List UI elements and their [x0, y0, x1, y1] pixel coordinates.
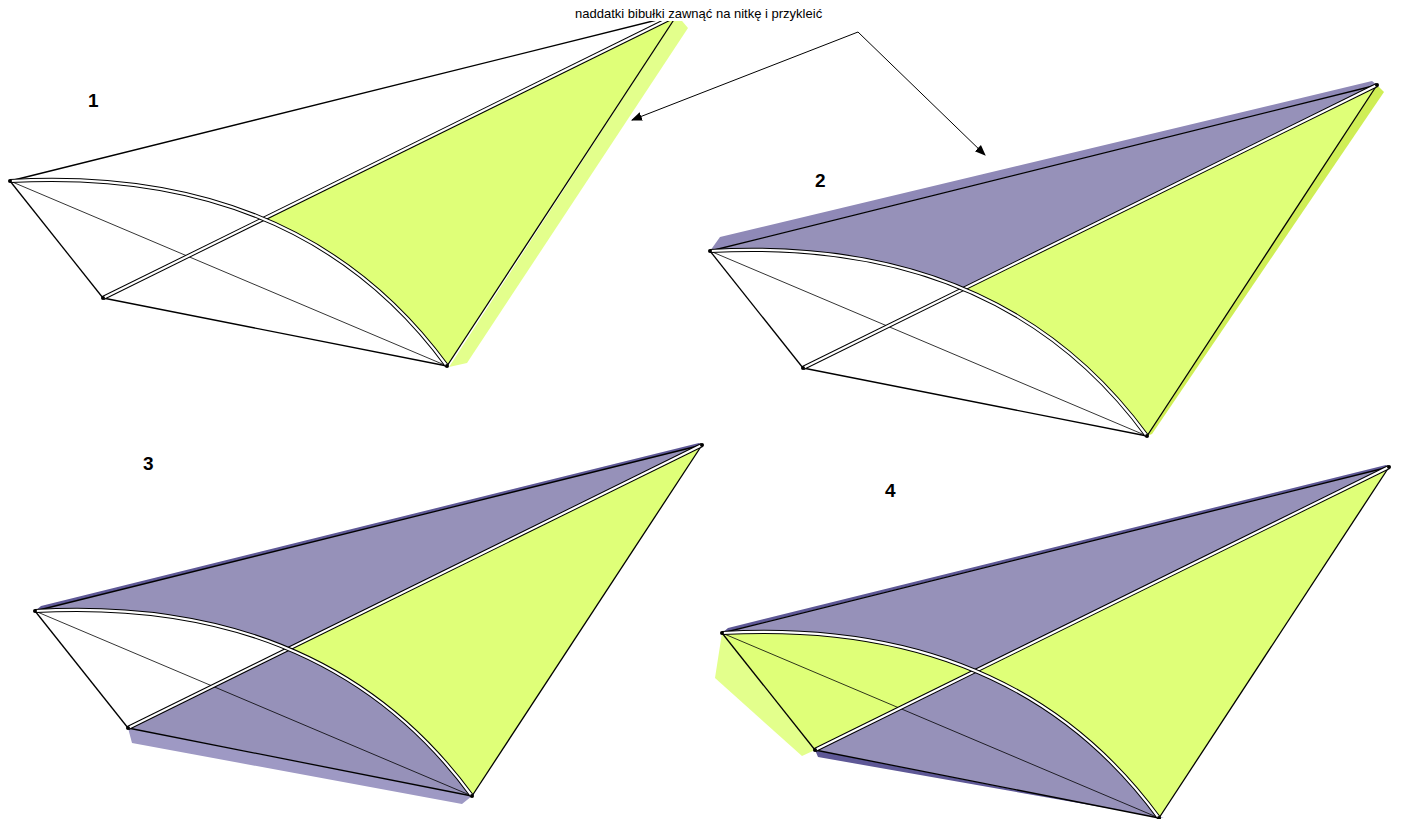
- kite-panel: [708, 81, 1384, 438]
- panel-number: 3: [143, 454, 154, 475]
- panel-number: 4: [885, 481, 896, 502]
- leader-line: [632, 32, 985, 155]
- kite-panel: [33, 443, 704, 804]
- kite-panel: [715, 465, 1391, 819]
- note-text: naddatki bibułki zawnąć na nitkę i przyk…: [573, 7, 824, 21]
- panel-number: 1: [88, 91, 99, 112]
- kite-panel: [8, 13, 688, 368]
- panel-number: 2: [815, 171, 826, 192]
